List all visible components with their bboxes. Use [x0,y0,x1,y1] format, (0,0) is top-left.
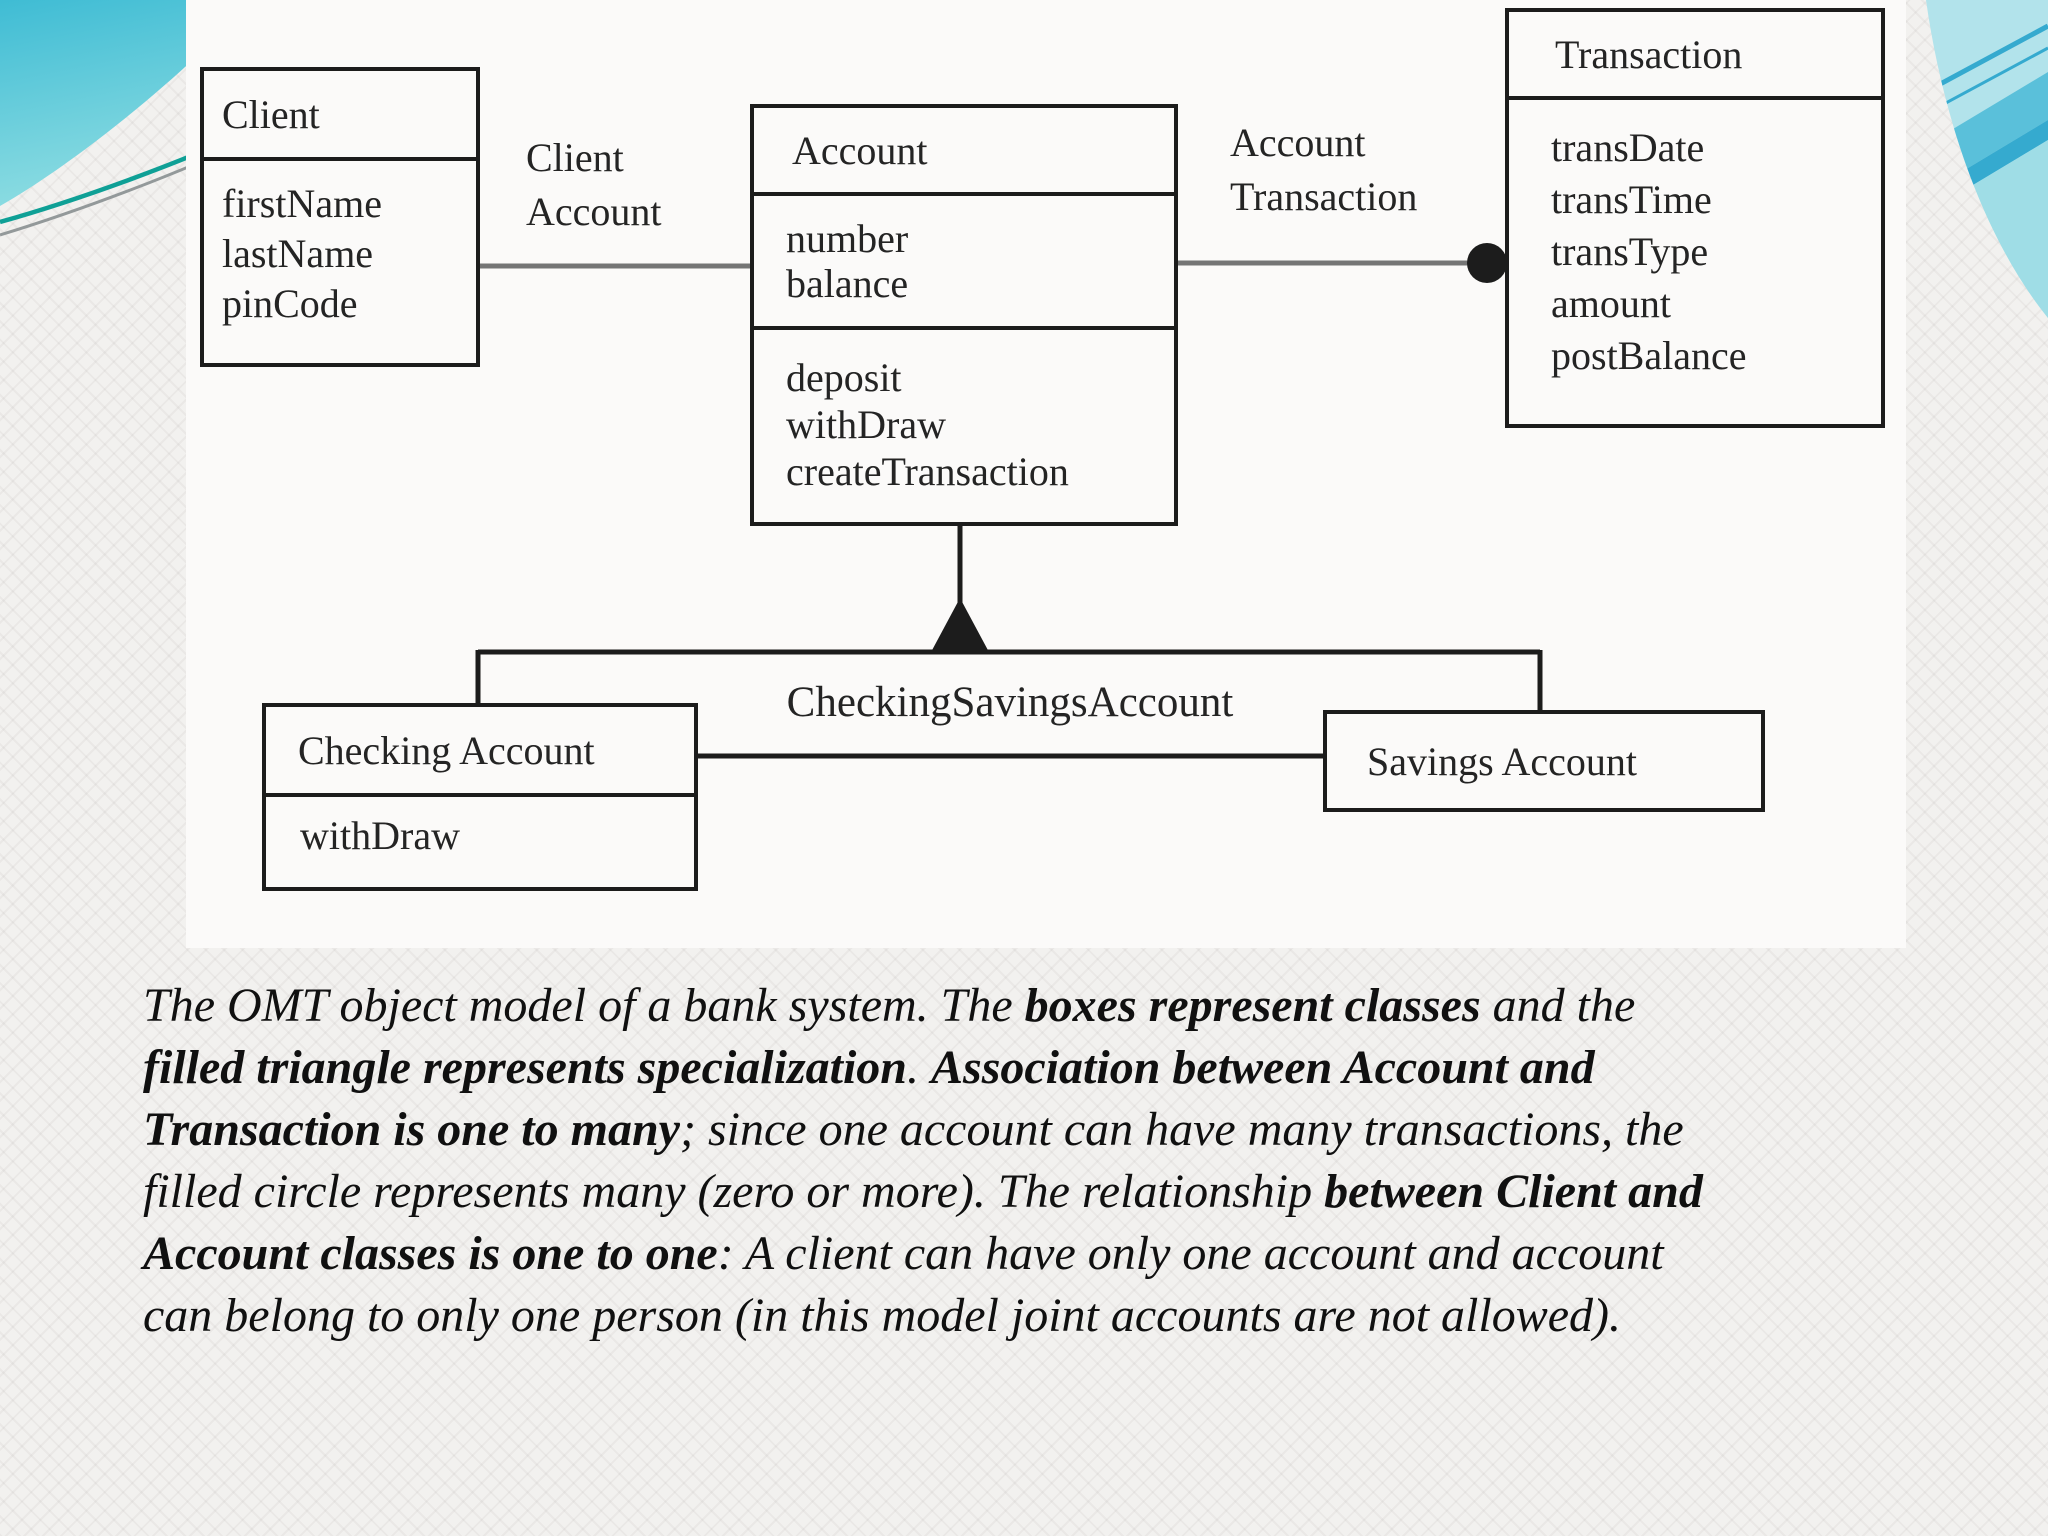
specialization-filled-triangle-icon [930,598,990,654]
generalization-label-text: CheckingSavingsAccount [786,679,1234,726]
class-box-transaction: Transaction transDate transTime transTyp… [1505,8,1885,428]
class-title-checking-account: Checking Account [266,707,694,797]
figure-caption: The OMT object model of a bank system. T… [143,975,1943,1347]
attribute-item: number [786,216,909,261]
attribute-item: transTime [1551,177,1712,222]
class-attributes-client: firstName lastName pinCode [204,161,476,329]
caption-segment: The OMT object model of a bank system. T… [143,979,1025,1032]
attribute-item: lastName [222,231,374,276]
caption-segment-bold: Association between Account and [931,1041,1595,1094]
caption-segment-bold: filled triangle represents specializatio… [143,1041,907,1094]
class-box-checking-account: Checking Account withDraw [262,703,698,891]
class-attributes-account: number balance [754,196,1174,330]
class-title-savings-account: Savings Account [1327,714,1761,808]
class-attributes-transaction: transDate transTime transType amount pos… [1509,100,1881,382]
association-label-line: Transaction [1230,174,1418,219]
method-item: createTransaction [786,449,1069,494]
caption-segment-bold: Transaction is one to many [143,1103,680,1156]
attribute-item: amount [1551,281,1671,326]
attribute-item: balance [786,261,909,306]
association-label-client-account: Client Account [526,131,662,239]
class-title-text: Transaction [1555,31,1743,77]
attribute-item: postBalance [1551,333,1747,378]
class-title-client: Client [204,71,476,161]
attribute-item: transDate [1551,125,1705,170]
caption-line: The OMT object model of a bank system. T… [143,975,1943,1037]
class-box-account: Account number balance deposit withDraw … [750,104,1178,526]
many-multiplicity-filled-circle-icon [1467,243,1507,283]
association-label-account-transaction: Account Transaction [1230,116,1417,224]
association-label-line: Client [526,135,624,180]
generalization-label-checkingsavingsaccount: CheckingSavingsAccount [765,678,1255,727]
diagram-connectors [475,243,1543,759]
class-title-transaction: Transaction [1509,12,1881,100]
class-title-text: Checking Account [298,727,595,773]
class-title-text: Account [792,127,928,173]
method-item: deposit [786,355,902,400]
caption-segment: filled circle represents many (zero or m… [143,1165,1325,1218]
caption-segment: : A client can have only one account and… [717,1227,1664,1280]
caption-segment-bold: between Client and [1324,1165,1703,1218]
method-item: withDraw [300,813,460,858]
caption-segment: and the [1480,979,1636,1032]
caption-line: filled triangle represents specializatio… [143,1037,1943,1099]
class-title-text: Savings Account [1367,738,1637,784]
caption-line: Transaction is one to many; since one ac… [143,1099,1943,1161]
caption-segment-bold: Account classes is one to one [143,1227,718,1280]
caption-segment: ; since one account can have many transa… [679,1103,1684,1156]
caption-line: filled circle represents many (zero or m… [143,1161,1943,1223]
caption-segment: can belong to only one person (in this m… [143,1289,1622,1342]
association-label-line: Account [1230,120,1366,165]
class-box-client: Client firstName lastName pinCode [200,67,480,367]
association-label-line: Account [526,189,662,234]
class-title-account: Account [754,108,1174,196]
class-methods-account: deposit withDraw createTransaction [754,330,1174,495]
attribute-item: firstName [222,181,382,226]
caption-line: can belong to only one person (in this m… [143,1285,1943,1347]
class-methods-checking-account: withDraw [266,797,694,861]
class-title-text: Client [222,91,320,137]
caption-segment-bold: boxes represent classes [1024,979,1481,1032]
caption-segment: . [907,1041,931,1094]
attribute-item: pinCode [222,281,358,326]
caption-line: Account classes is one to one: A client … [143,1223,1943,1285]
attribute-item: transType [1551,229,1709,274]
class-box-savings-account: Savings Account [1323,710,1765,812]
method-item: withDraw [786,402,946,447]
corner-swoosh-top-right-icon [1926,0,2048,318]
